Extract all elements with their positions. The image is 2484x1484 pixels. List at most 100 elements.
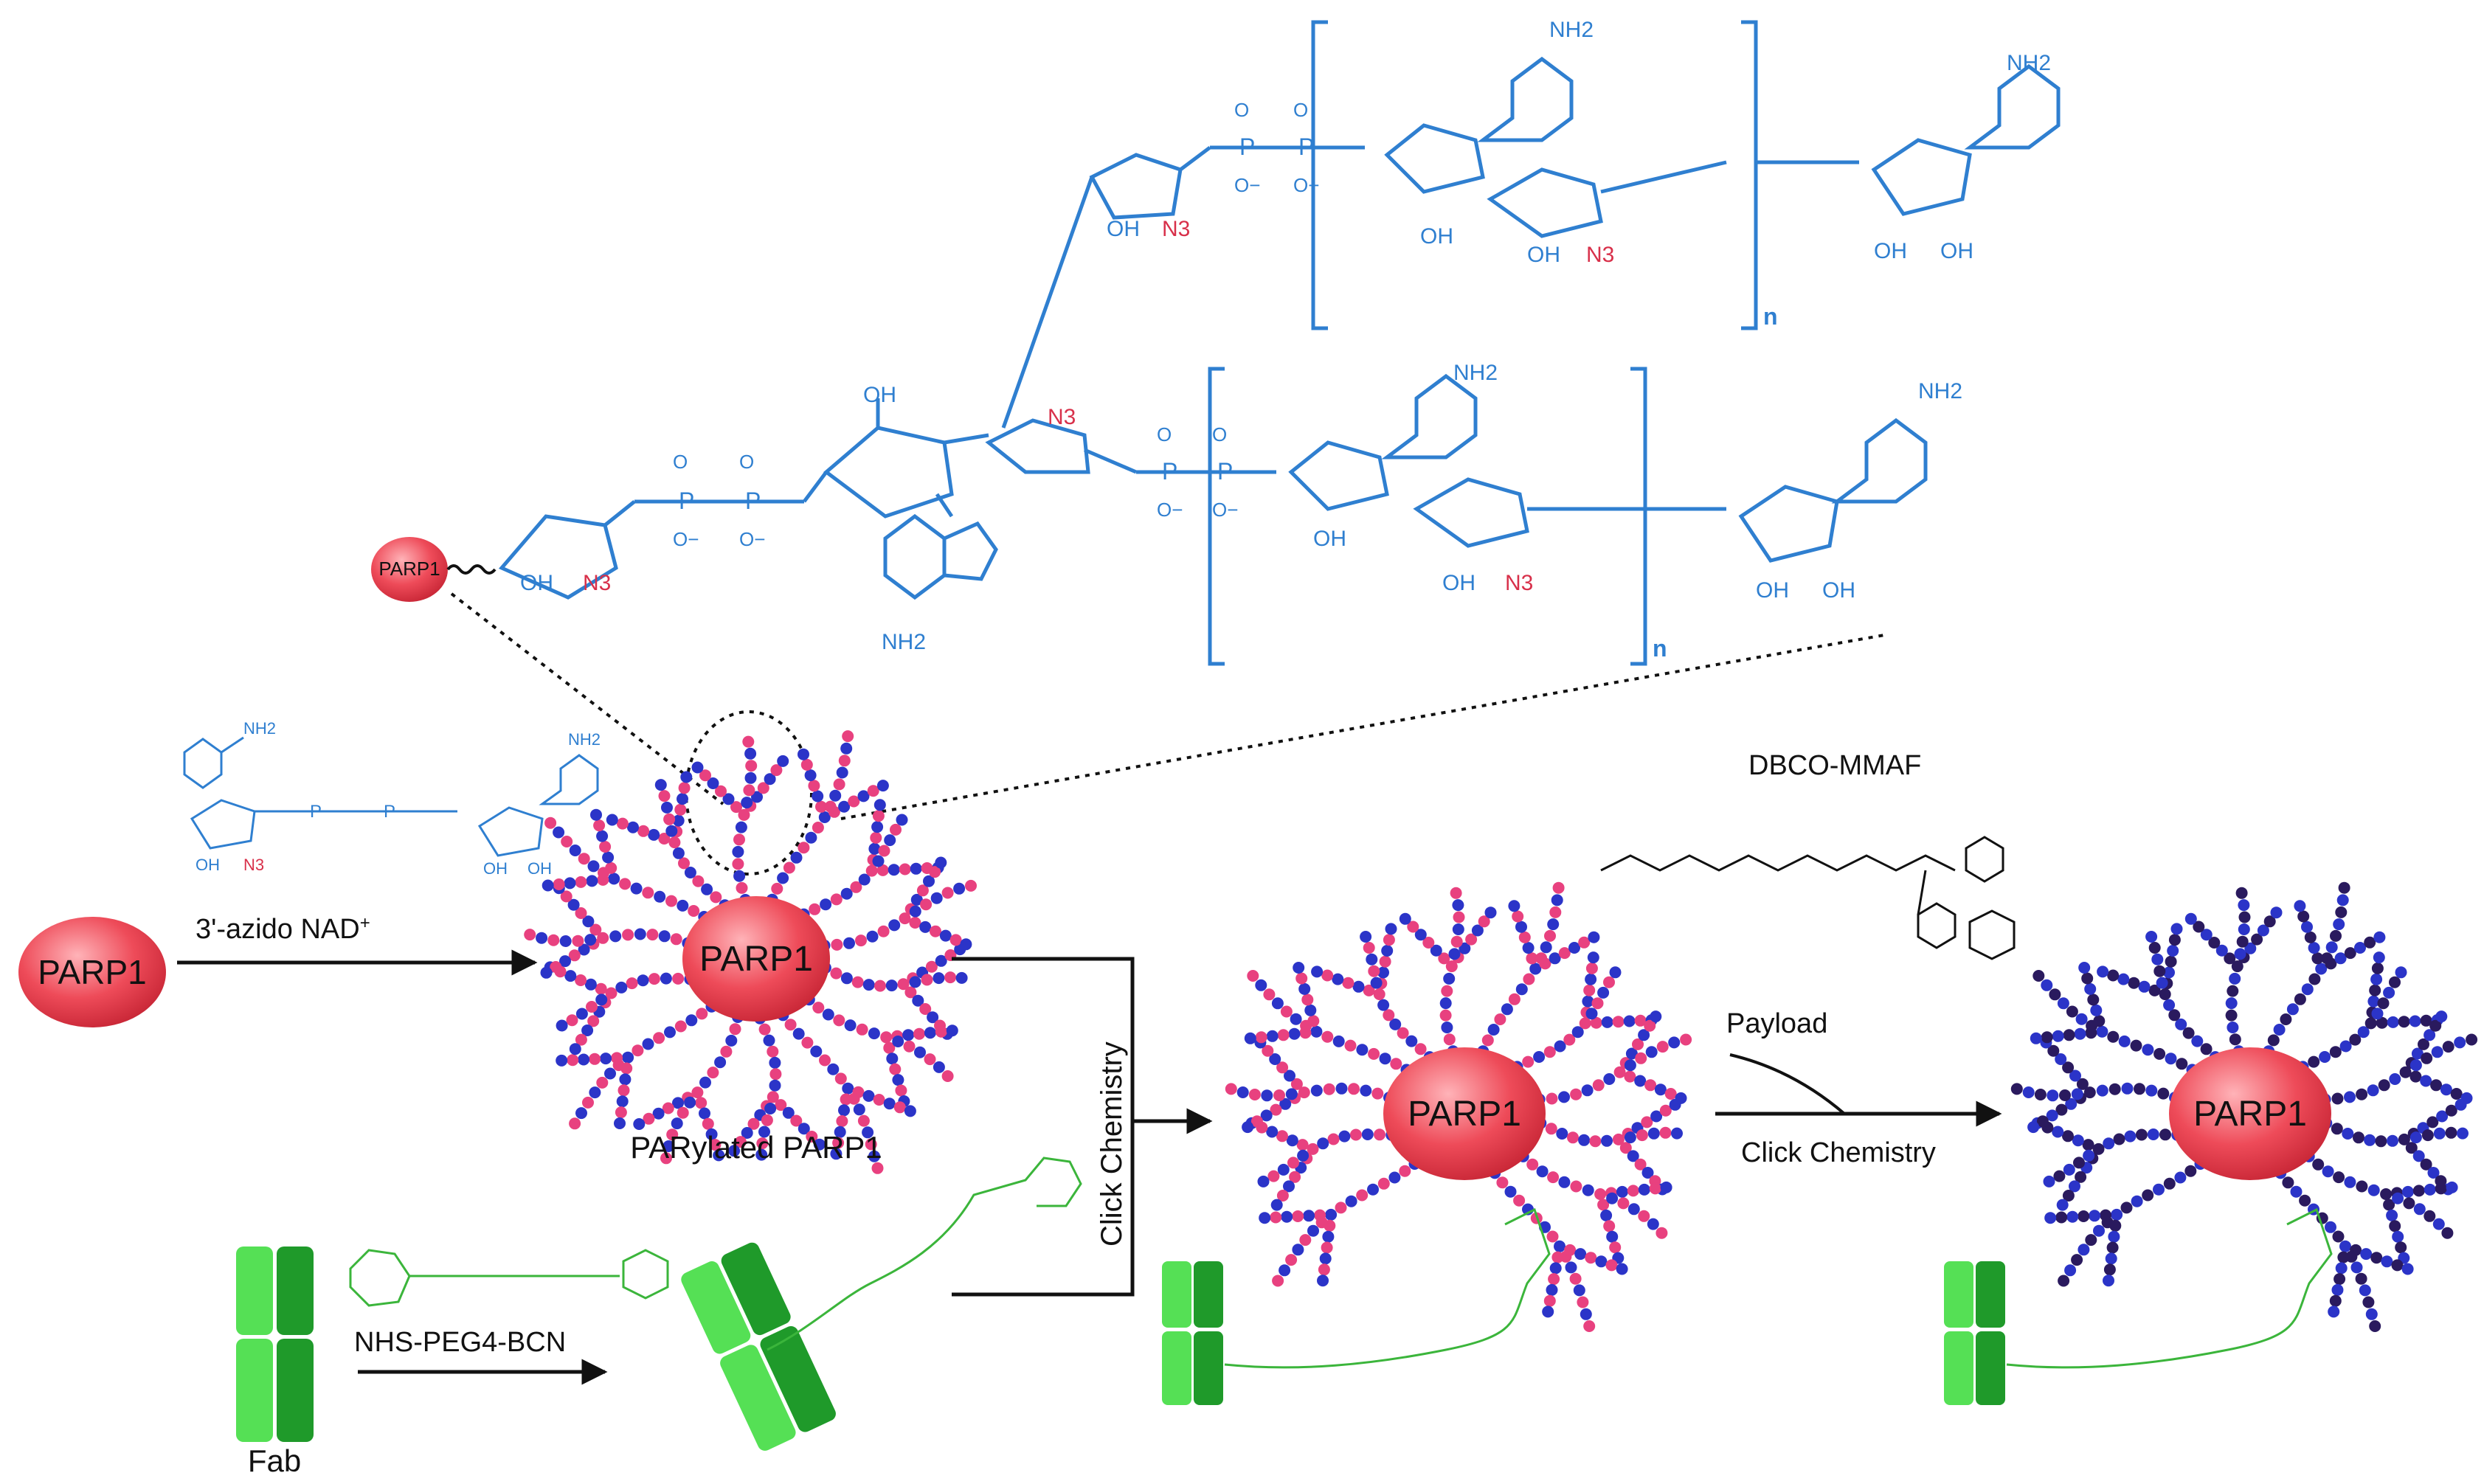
par-bead (1627, 1185, 1639, 1197)
par-bead (868, 1027, 880, 1040)
svg-text:P: P (1217, 458, 1233, 485)
par-bead (920, 898, 933, 911)
par-bead (885, 979, 898, 992)
par-bead (1650, 1110, 1663, 1123)
par-bead (2398, 1016, 2410, 1028)
par-bead (1465, 933, 1478, 946)
par-bead (2413, 1203, 2426, 1216)
par-bead (2078, 1244, 2090, 1256)
par-bead (838, 800, 851, 813)
par-bead (1247, 970, 1259, 982)
par-bead (1583, 984, 1596, 996)
par-bead (2329, 1046, 2342, 1058)
par-bead (2134, 1083, 2145, 1095)
svg-text:NH2: NH2 (882, 630, 926, 654)
par-bead (1342, 977, 1355, 989)
par-bead (2055, 1103, 2068, 1116)
par-bead (578, 943, 590, 956)
par-bead (1603, 1220, 1616, 1232)
par-bead (865, 1138, 877, 1151)
par-bead (808, 780, 820, 792)
par-bead (1659, 1104, 1672, 1117)
svg-text:P: P (679, 488, 694, 514)
par-bead (1325, 1208, 1338, 1221)
par-bead (578, 1053, 590, 1066)
par-bead (664, 1026, 676, 1039)
terminal-adenosine-bottom (1527, 417, 1928, 563)
par-bead (661, 801, 673, 814)
par-bead (2367, 995, 2380, 1008)
par-bead (2344, 947, 2356, 960)
par-bead (955, 971, 968, 984)
par-bead (2041, 1031, 2053, 1044)
par-bead (2135, 1128, 2148, 1141)
par-bead (1613, 1066, 1626, 1078)
par-bead (1255, 1031, 1267, 1044)
par-bead (707, 1067, 719, 1079)
par-bead (643, 1112, 655, 1125)
par-bead (671, 1117, 683, 1130)
par-bead (1518, 931, 1531, 943)
par-bead (2286, 1003, 2299, 1016)
par-bead (569, 1043, 581, 1055)
par-bead (1283, 1180, 1295, 1193)
par-bead (1298, 1086, 1310, 1099)
par-bead (1597, 986, 1610, 999)
payload-label: Payload (1726, 1008, 1827, 1039)
svg-text:NH2: NH2 (1453, 361, 1498, 385)
par-bead (2365, 1308, 2378, 1320)
svg-text:NH2: NH2 (243, 719, 276, 738)
par-bead (2058, 1275, 2070, 1287)
par-bead (914, 1046, 926, 1058)
par-bead (692, 875, 705, 887)
par-bead (929, 866, 941, 878)
par-bead (1581, 1084, 1594, 1097)
par-bead (1276, 1130, 1288, 1143)
par-bead (663, 813, 676, 825)
par-bead (702, 1117, 714, 1130)
par-bead (612, 1059, 625, 1072)
svg-text:O: O (673, 451, 688, 473)
par-bead (1601, 1134, 1613, 1147)
par-bead (648, 973, 660, 985)
par-bead (2308, 1055, 2320, 1068)
par-bead (2335, 1262, 2348, 1275)
par-bead (2108, 1230, 2120, 1243)
par-bead (2238, 923, 2250, 935)
par-bead (862, 1126, 874, 1139)
par-bead (600, 1053, 612, 1065)
par-bead (804, 769, 817, 782)
par-bead (2290, 1185, 2303, 1198)
par-bead (1632, 1038, 1644, 1050)
par-bead (1290, 1013, 1302, 1025)
par-bead (1565, 1261, 1577, 1274)
par-bead (1501, 1003, 1513, 1016)
par-bead (729, 1023, 741, 1036)
par-bead (1443, 1033, 1456, 1046)
svg-text:P: P (384, 802, 395, 822)
par-bead (1624, 1131, 1636, 1144)
par-bead (672, 847, 685, 859)
par-bead (2034, 1089, 2047, 1100)
svg-text:OH: OH (1420, 224, 1453, 249)
par-bead (1606, 1192, 1619, 1204)
par-bead (871, 821, 884, 833)
par-bead (1296, 1139, 1309, 1151)
par-bead (559, 935, 572, 947)
par-bead (556, 1054, 568, 1067)
par-bead (1612, 1016, 1625, 1028)
svg-text:O−: O− (673, 528, 699, 550)
par-bead (2370, 973, 2383, 985)
parp1-unmodified (18, 917, 166, 1027)
par-bead (1356, 1044, 1369, 1056)
par-bead (1317, 1275, 1329, 1287)
par-bead (805, 831, 817, 844)
par-bead (1675, 1092, 1687, 1104)
azide-label: N3 (583, 571, 611, 595)
par-bead (2059, 1089, 2071, 1101)
par-bead (923, 875, 935, 887)
par-bead (853, 1103, 865, 1116)
click-chemistry-payload-label: Click Chemistry (1741, 1137, 1936, 1168)
par-bead (654, 890, 666, 903)
par-bead (1422, 937, 1435, 949)
